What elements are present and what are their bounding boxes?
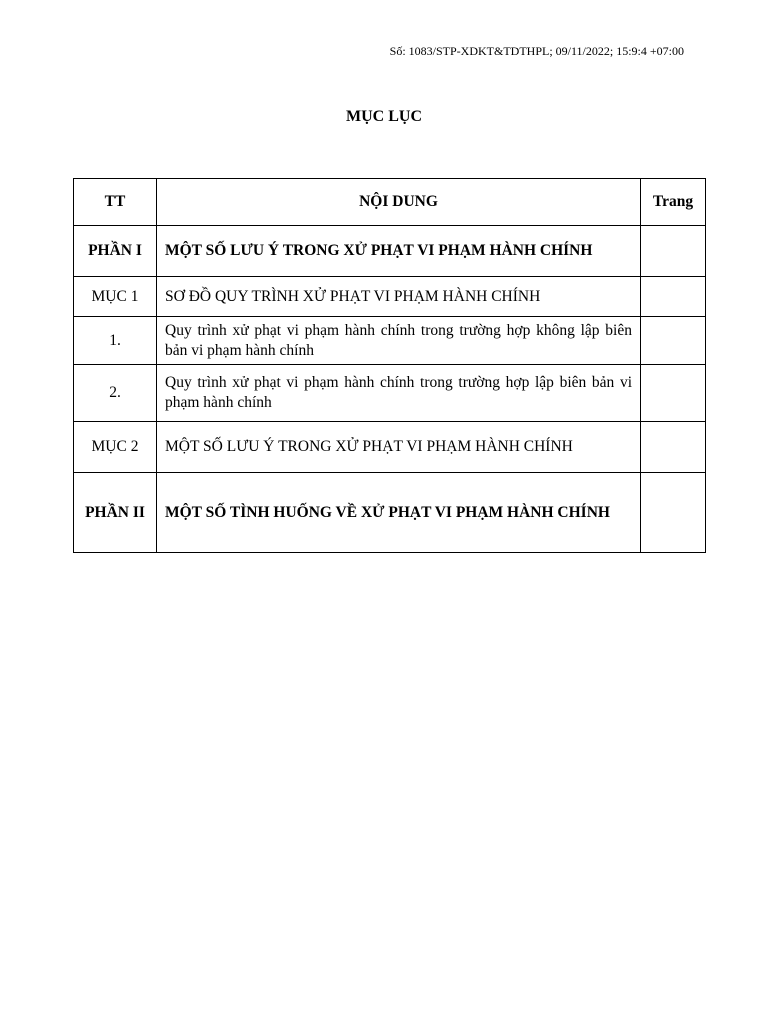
row-number: PHẦN I <box>73 225 157 277</box>
column-header-content: NỘI DUNG <box>156 178 641 226</box>
row-content: MỘT SỐ LƯU Ý TRONG XỬ PHẠT VI PHẠM HÀNH … <box>156 225 641 277</box>
row-number: MỤC 1 <box>73 276 157 317</box>
row-page <box>640 276 706 317</box>
table-header-row: TT NỘI DUNG Trang <box>73 178 706 226</box>
table-row: MỤC 1 SƠ ĐỒ QUY TRÌNH XỬ PHẠT VI PHẠM HÀ… <box>73 276 706 317</box>
page-title: MỤC LỤC <box>346 108 422 125</box>
row-number: PHẦN II <box>73 472 157 553</box>
row-content: MỘT SỐ TÌNH HUỐNG VỀ XỬ PHẠT VI PHẠM HÀN… <box>156 472 641 553</box>
row-content: MỘT SỐ LƯU Ý TRONG XỬ PHẠT VI PHẠM HÀNH … <box>156 421 641 473</box>
row-page <box>640 316 706 365</box>
row-page <box>640 225 706 277</box>
row-number: 1. <box>73 316 157 365</box>
document-number: Số: 1083/STP-XDKT&TDTHPL; 09/11/2022; 15… <box>389 44 684 58</box>
table-row: 1. Quy trình xử phạt vi phạm hành chính … <box>73 316 706 365</box>
table-row: PHẦN I MỘT SỐ LƯU Ý TRONG XỬ PHẠT VI PHẠ… <box>73 225 706 277</box>
row-page <box>640 421 706 473</box>
row-number: 2. <box>73 364 157 422</box>
table-row: MỤC 2 MỘT SỐ LƯU Ý TRONG XỬ PHẠT VI PHẠM… <box>73 421 706 473</box>
row-page <box>640 472 706 553</box>
column-header-tt: TT <box>73 178 157 226</box>
table-row: 2. Quy trình xử phạt vi phạm hành chính … <box>73 364 706 422</box>
row-content: Quy trình xử phạt vi phạm hành chính tro… <box>156 364 641 422</box>
toc-table: TT NỘI DUNG Trang PHẦN I MỘT SỐ LƯU Ý TR… <box>73 178 706 553</box>
column-header-page: Trang <box>640 178 706 226</box>
row-content: Quy trình xử phạt vi phạm hành chính tro… <box>156 316 641 365</box>
row-content: SƠ ĐỒ QUY TRÌNH XỬ PHẠT VI PHẠM HÀNH CHÍ… <box>156 276 641 317</box>
row-page <box>640 364 706 422</box>
table-row: PHẦN II MỘT SỐ TÌNH HUỐNG VỀ XỬ PHẠT VI … <box>73 472 706 553</box>
row-number: MỤC 2 <box>73 421 157 473</box>
